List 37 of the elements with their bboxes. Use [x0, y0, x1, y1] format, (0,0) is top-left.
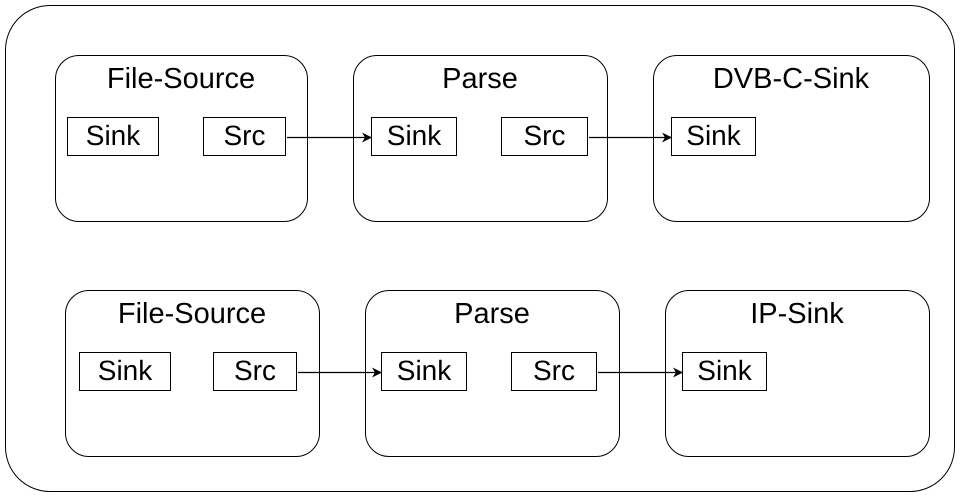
- pad-box: [381, 352, 467, 391]
- element-box: [352, 54, 608, 222]
- arrow: [589, 132, 672, 142]
- pad-box: [213, 352, 297, 391]
- arrow: [287, 132, 372, 142]
- pad-box: [671, 117, 756, 156]
- pad-label: Src: [234, 355, 276, 386]
- element-box: [64, 290, 320, 456]
- pad-label: Sink: [386, 120, 442, 151]
- arrow: [298, 368, 382, 378]
- pad-label: Src: [524, 120, 566, 151]
- element-box: [664, 290, 930, 456]
- element-box: [652, 54, 930, 222]
- pad-box: [511, 352, 597, 391]
- pad-label: Sink: [396, 355, 452, 386]
- element-title: DVB-C-Sink: [712, 62, 870, 96]
- container-box: [5, 5, 955, 492]
- pad-box: [79, 352, 171, 391]
- pad-box: [682, 352, 767, 391]
- pad-label: Sink: [697, 355, 752, 386]
- pad-box: [371, 117, 457, 156]
- pad-label: Sink: [686, 120, 741, 151]
- pad-label: Sink: [98, 355, 152, 386]
- element-title: Parse: [453, 296, 531, 330]
- pad-box: [501, 117, 588, 156]
- arrow: [598, 368, 683, 378]
- element-box: [54, 54, 308, 222]
- pad-label: Src: [533, 355, 575, 386]
- element-title: Parse: [441, 62, 519, 96]
- element-title: File-Source: [116, 296, 268, 330]
- element-title: File-Source: [106, 62, 256, 96]
- pad-label: Src: [224, 120, 266, 151]
- element-title: IP-Sink: [749, 296, 845, 330]
- pad-label: Sink: [86, 120, 140, 151]
- pad-box: [67, 117, 159, 156]
- pad-box: [203, 117, 286, 156]
- element-box: [364, 290, 620, 456]
